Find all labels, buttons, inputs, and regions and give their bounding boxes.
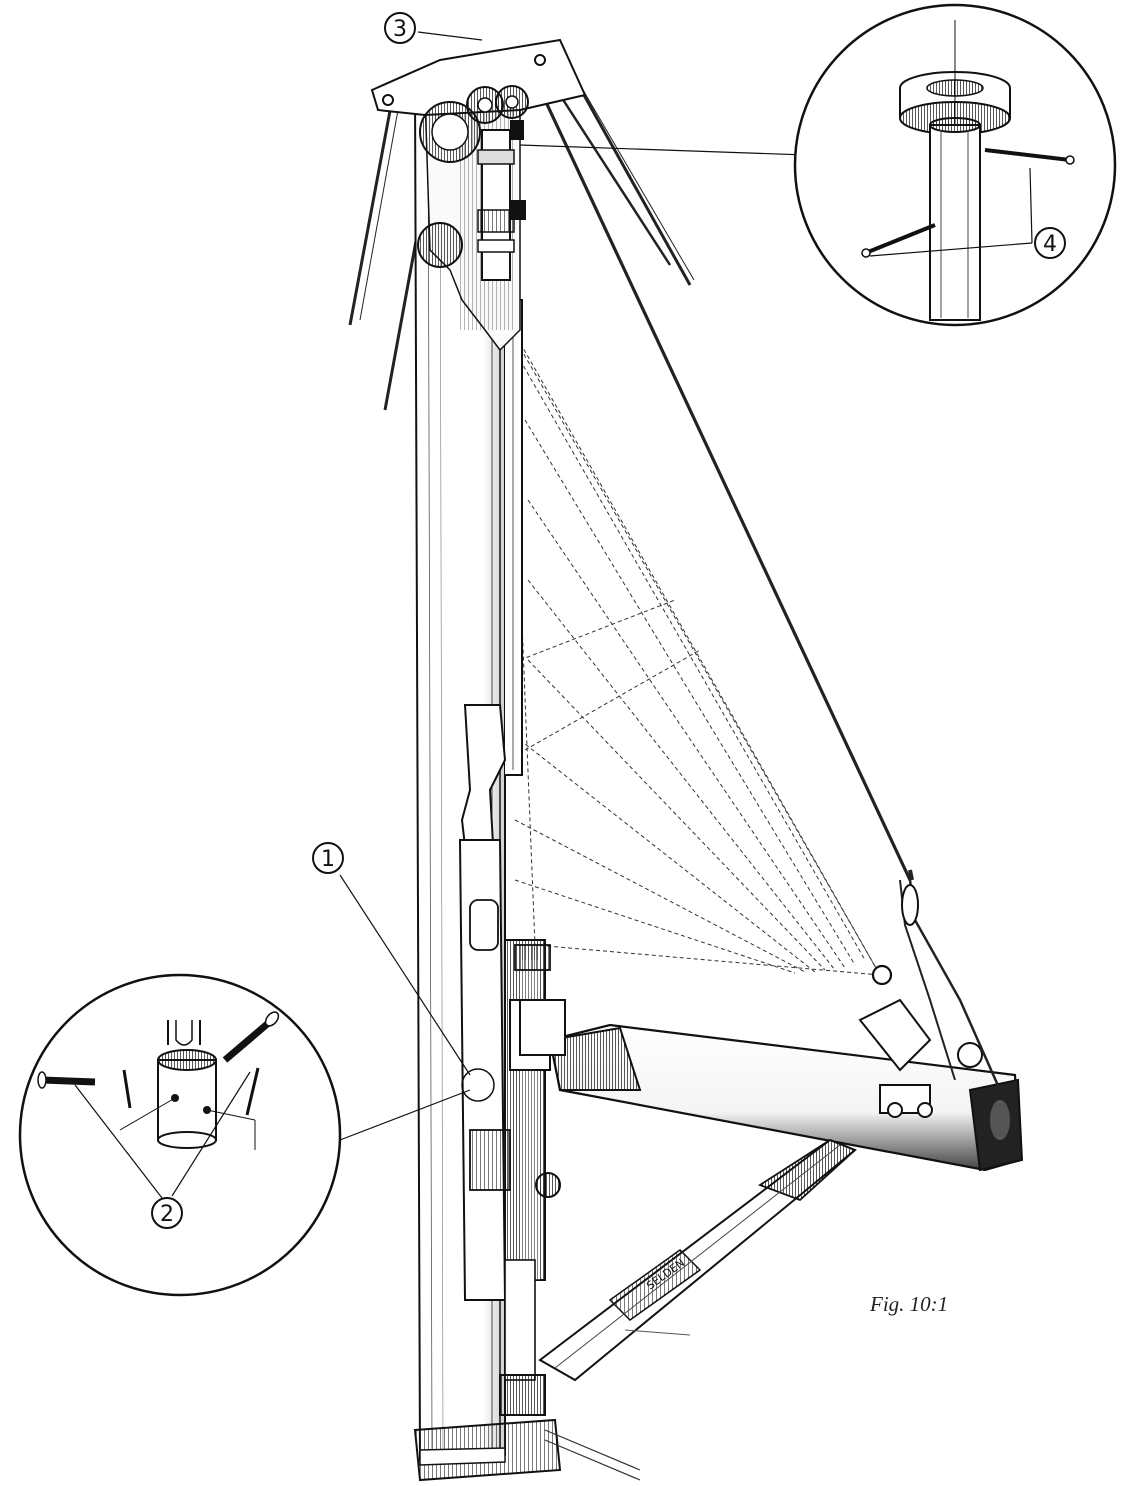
- callout-4: 4: [1034, 227, 1066, 259]
- detail-circle-bearing: [519, 3, 1117, 327]
- sheet-lines: [899, 869, 1002, 1091]
- sail-outline: [509, 324, 881, 976]
- boom-vang: SELDEN: [538, 1138, 857, 1382]
- callout-3: 3: [384, 12, 416, 44]
- callout-1-label: 1: [321, 847, 335, 872]
- masthead: [370, 38, 587, 281]
- mast-foot: [413, 1418, 641, 1482]
- rigging-wires: [348, 69, 913, 881]
- detail-circle-pins: [18, 973, 471, 1297]
- callout-1: 1: [312, 842, 344, 874]
- callout-2: 2: [151, 1197, 183, 1229]
- callout-3-label: 3: [393, 17, 407, 42]
- gooseneck-detail-ring: [461, 1068, 495, 1102]
- boom: [514, 944, 1024, 1172]
- callout-2-label: 2: [160, 1202, 174, 1227]
- figure-caption: Fig. 10:1: [870, 1292, 949, 1316]
- callout-4-label: 4: [1043, 232, 1057, 257]
